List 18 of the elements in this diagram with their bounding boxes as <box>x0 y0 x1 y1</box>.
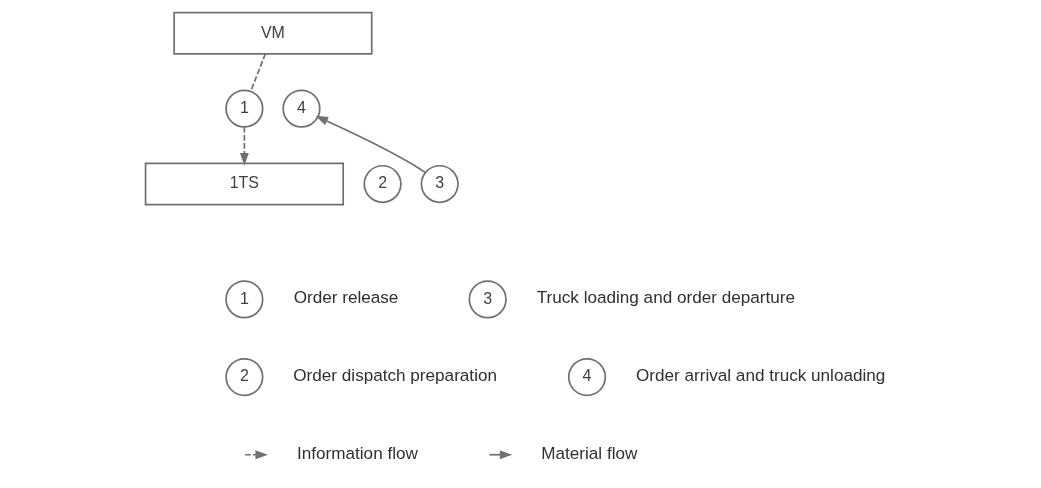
node-circle: 4 <box>567 357 607 397</box>
arrow <box>239 126 249 166</box>
node-circle: 2 <box>225 357 264 397</box>
node-circle: 3 <box>468 280 507 319</box>
node-label: Order arrival and truck unloading <box>635 365 886 386</box>
node-circle: 4 <box>282 89 321 128</box>
legend-label: Information flow <box>297 442 418 463</box>
node-label: Truck loading and order departure <box>536 287 795 308</box>
node-box: 1TS <box>144 162 345 206</box>
arrow <box>315 115 427 174</box>
node-label: Order dispatch preparation <box>293 365 497 386</box>
node-box: VM <box>173 11 373 55</box>
legend-label: Material flow <box>541 442 638 463</box>
node-label: Order release <box>293 287 399 308</box>
node-circle: 2 <box>363 164 402 204</box>
node-circle: 1 <box>225 280 264 319</box>
node-circle: 3 <box>420 164 459 204</box>
node-circle: 1 <box>225 89 264 128</box>
